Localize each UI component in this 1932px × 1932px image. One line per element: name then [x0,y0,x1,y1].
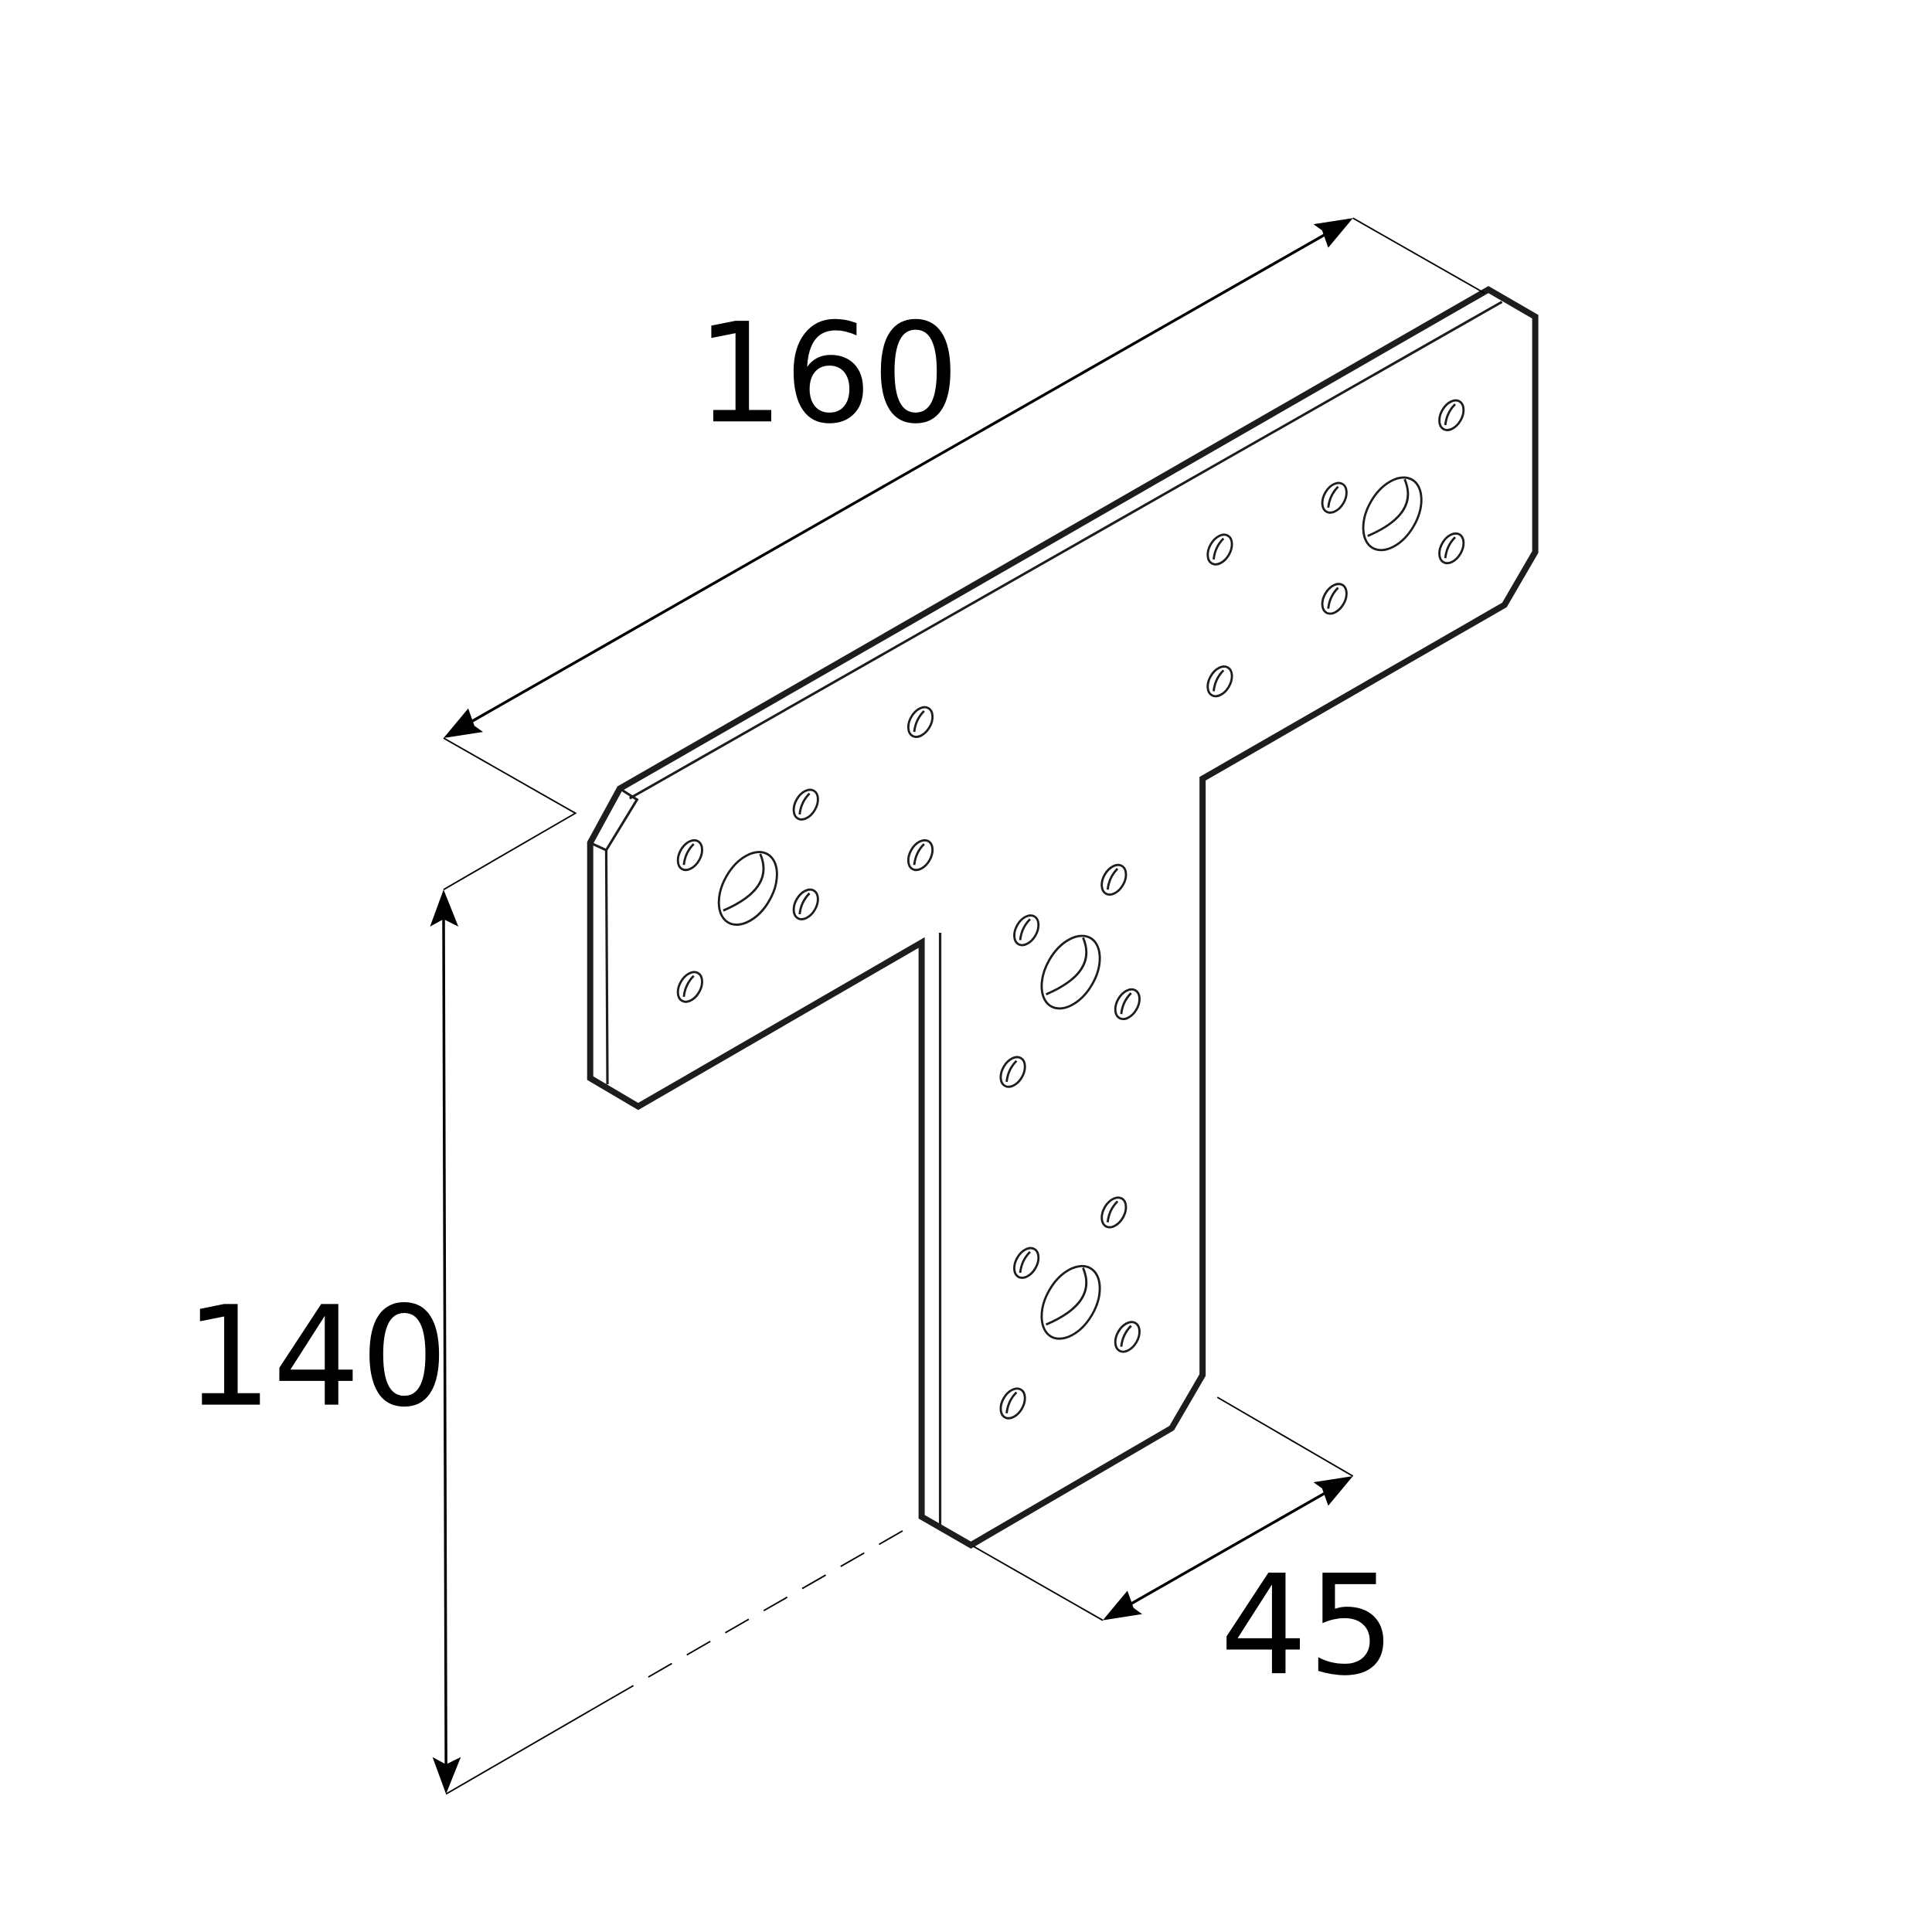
arrowhead-icon [1313,1476,1353,1506]
extension-line [443,737,577,890]
top-left-bevel-edge [590,787,639,852]
extension-line [973,1546,1104,1621]
dimension-line [442,911,447,1774]
arrowhead-icon [430,889,459,927]
dimension-line [1123,1487,1334,1610]
depth-label: 45 [1219,1546,1395,1706]
arrowhead-icon [432,1757,461,1794]
arrowhead-icon [1102,1590,1142,1621]
width-dimension: 160 [443,217,1485,890]
extension-line [445,1698,611,1795]
dimension-line [461,228,1335,729]
top-thickness-edge [628,301,1503,800]
extension-line [1216,1396,1354,1477]
left-thickness-edge [604,850,609,1085]
extension-line [1352,217,1485,294]
plate-outline [587,286,1539,1549]
hidden-line [609,1523,915,1700]
height-label: 140 [185,1277,448,1438]
plate [587,286,1539,1549]
arrowhead-icon [1313,218,1353,248]
height-dimension: 140 [185,889,915,1795]
arrowhead-icon [443,708,483,739]
width-label: 160 [696,294,960,454]
depth-dimension: 45 [973,1396,1396,1706]
